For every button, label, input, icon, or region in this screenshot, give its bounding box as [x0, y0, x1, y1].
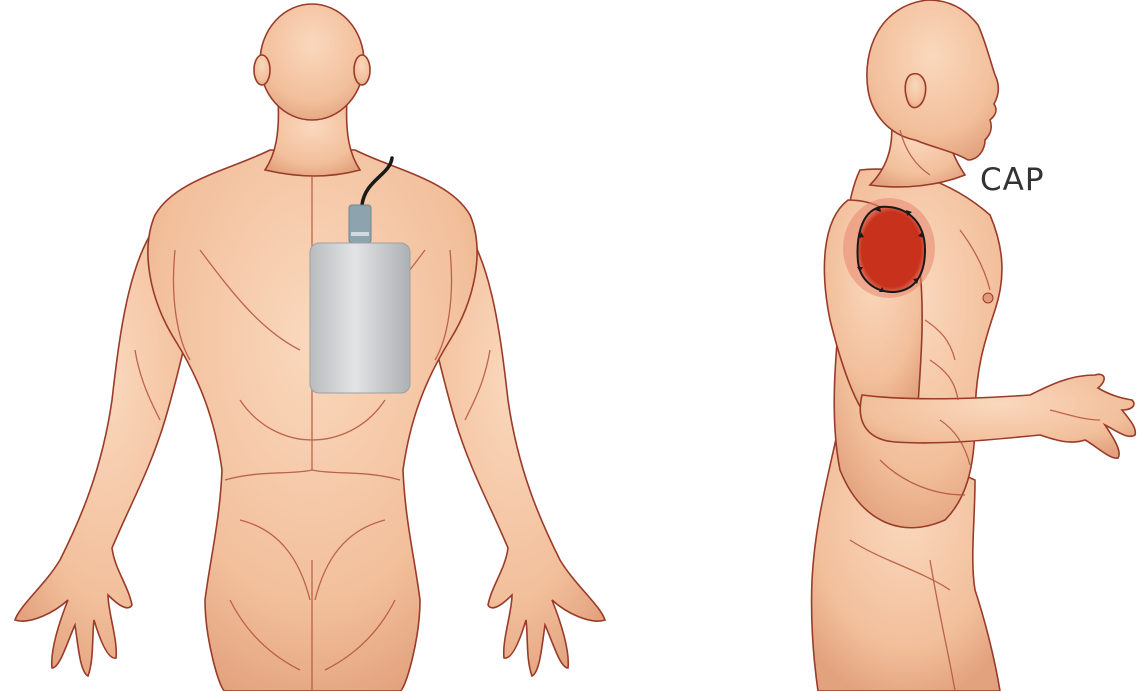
electrode-connector	[349, 205, 371, 243]
back-head	[260, 4, 364, 120]
side-nipple	[983, 293, 993, 303]
side-view-figure	[812, 0, 1136, 691]
deltoid-target-icon	[843, 198, 935, 298]
cap-label: CAP	[980, 162, 1045, 198]
electrode-pad	[310, 243, 410, 393]
side-head	[867, 0, 998, 160]
